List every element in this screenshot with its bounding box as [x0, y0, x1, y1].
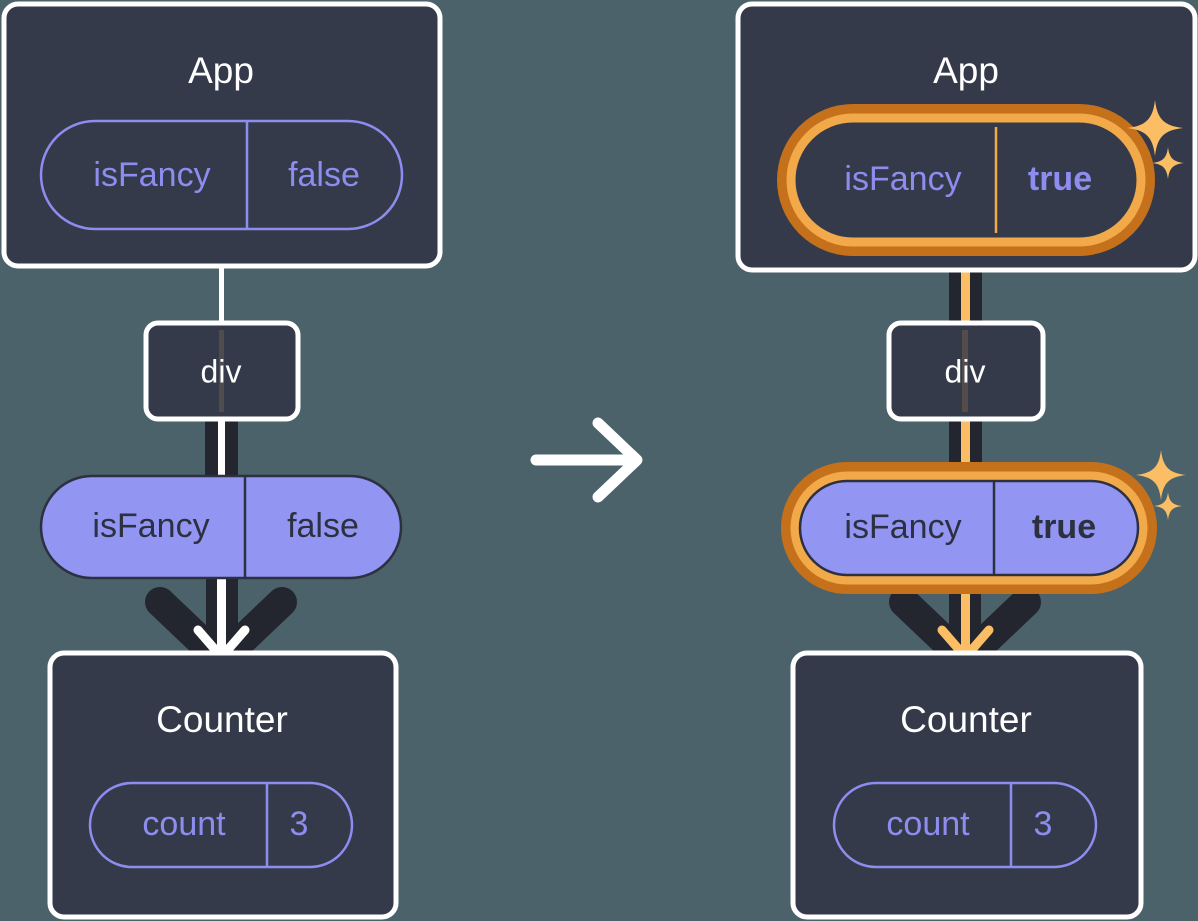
div-box-label: div — [201, 353, 242, 389]
edge-app-to-div — [219, 265, 224, 325]
app-pill-after: isFancy true — [777, 104, 1155, 256]
highlight-ring-inner — [786, 113, 1146, 247]
app-pill-before: isFancy false — [39, 119, 404, 231]
app-box-before: App isFancy false — [1, 1, 443, 269]
div-box-after: div — [886, 320, 1046, 422]
app-pill-key: isFancy — [844, 160, 961, 198]
highlight-ring-inner — [790, 471, 1148, 585]
prop-pill-after: isFancy true — [781, 450, 1186, 594]
prop-pill-key: isFancy — [844, 508, 961, 546]
transition-arrow-icon — [530, 417, 643, 503]
counter-box-title: Counter — [156, 699, 288, 740]
prop-pill-before: isFancy false — [39, 474, 403, 580]
counter-pill-after: count 3 — [832, 781, 1098, 869]
highlight-ring-outer — [781, 462, 1157, 594]
counter-box-title: Counter — [900, 699, 1032, 740]
edge-div-to-prop-inner — [218, 415, 225, 490]
div-box-before: div — [143, 320, 301, 422]
counter-box-before: Counter count 3 — [47, 650, 399, 920]
app-pill-value: false — [288, 156, 360, 194]
div-box-label: div — [945, 353, 986, 389]
counter-box-after: Counter count 3 — [790, 650, 1144, 920]
counter-pill-key: count — [142, 805, 226, 843]
counter-pill-value: 3 — [1034, 805, 1053, 843]
app-box-title: App — [933, 50, 999, 91]
counter-pill-before: count 3 — [88, 781, 354, 869]
panel-after: App isFancy true — [735, 1, 1198, 920]
app-pill-key: isFancy — [93, 156, 210, 194]
prop-pill-key: isFancy — [92, 507, 209, 545]
panel-before: App isFancy false div isFancy — [1, 1, 443, 920]
prop-pill-value: true — [1032, 508, 1096, 546]
counter-pill-value: 3 — [290, 805, 309, 843]
highlight-ring-outer — [777, 104, 1155, 256]
prop-pill-value: false — [287, 507, 359, 545]
counter-pill-key: count — [886, 805, 970, 843]
app-pill-value: true — [1028, 160, 1092, 198]
app-box-title: App — [188, 50, 254, 91]
app-box-after: App isFancy true — [735, 1, 1198, 273]
